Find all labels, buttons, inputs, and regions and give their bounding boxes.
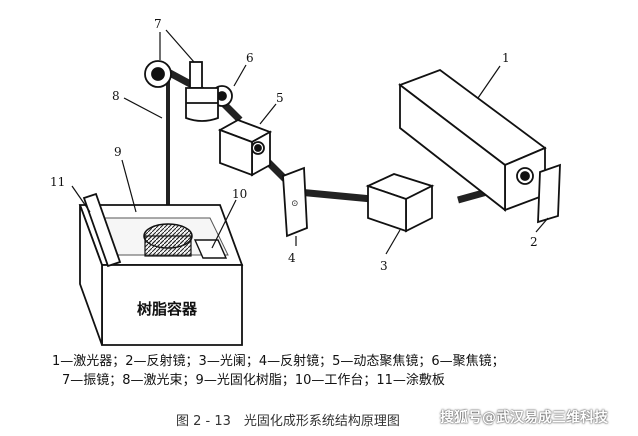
- mirror-2: [537, 163, 561, 224]
- cured-resin-base: [144, 235, 192, 257]
- legend-line-2: 7—振镜；8—激光束；9—光固化树脂；10—工作台；11—涂敷板: [62, 373, 445, 388]
- leader-lines: [71, 29, 549, 255]
- label-10: 10: [232, 187, 247, 201]
- figure-caption: 图 2 - 13 光固化成形系统结构原理图: [176, 414, 400, 429]
- label-6: 6: [246, 51, 254, 65]
- label-2: 2: [530, 235, 538, 249]
- container-label: 树脂容器: [137, 300, 198, 318]
- dynamic-focus-box: [217, 119, 273, 177]
- label-1: 1: [502, 51, 510, 65]
- galvanometer: [144, 60, 219, 122]
- label-8: 8: [112, 89, 120, 103]
- coating-plate: [82, 192, 122, 268]
- label-4: 4: [288, 251, 296, 265]
- watermark: 搜狐号@武汉易成三维科技: [440, 410, 608, 426]
- aperture-box: [365, 173, 435, 233]
- worktable: [193, 239, 228, 259]
- label-7: 7: [154, 17, 162, 31]
- mirror-4: [282, 166, 308, 238]
- label-11: 11: [50, 175, 65, 189]
- label-5: 5: [276, 91, 284, 105]
- legend-line-1: 1—激光器；2—反射镜；3—光阑；4—反射镜；5—动态聚焦镜；6—聚焦镜；: [52, 354, 505, 369]
- label-9: 9: [114, 145, 122, 159]
- label-3: 3: [380, 259, 388, 273]
- svg-text:⊙: ⊙: [291, 199, 299, 209]
